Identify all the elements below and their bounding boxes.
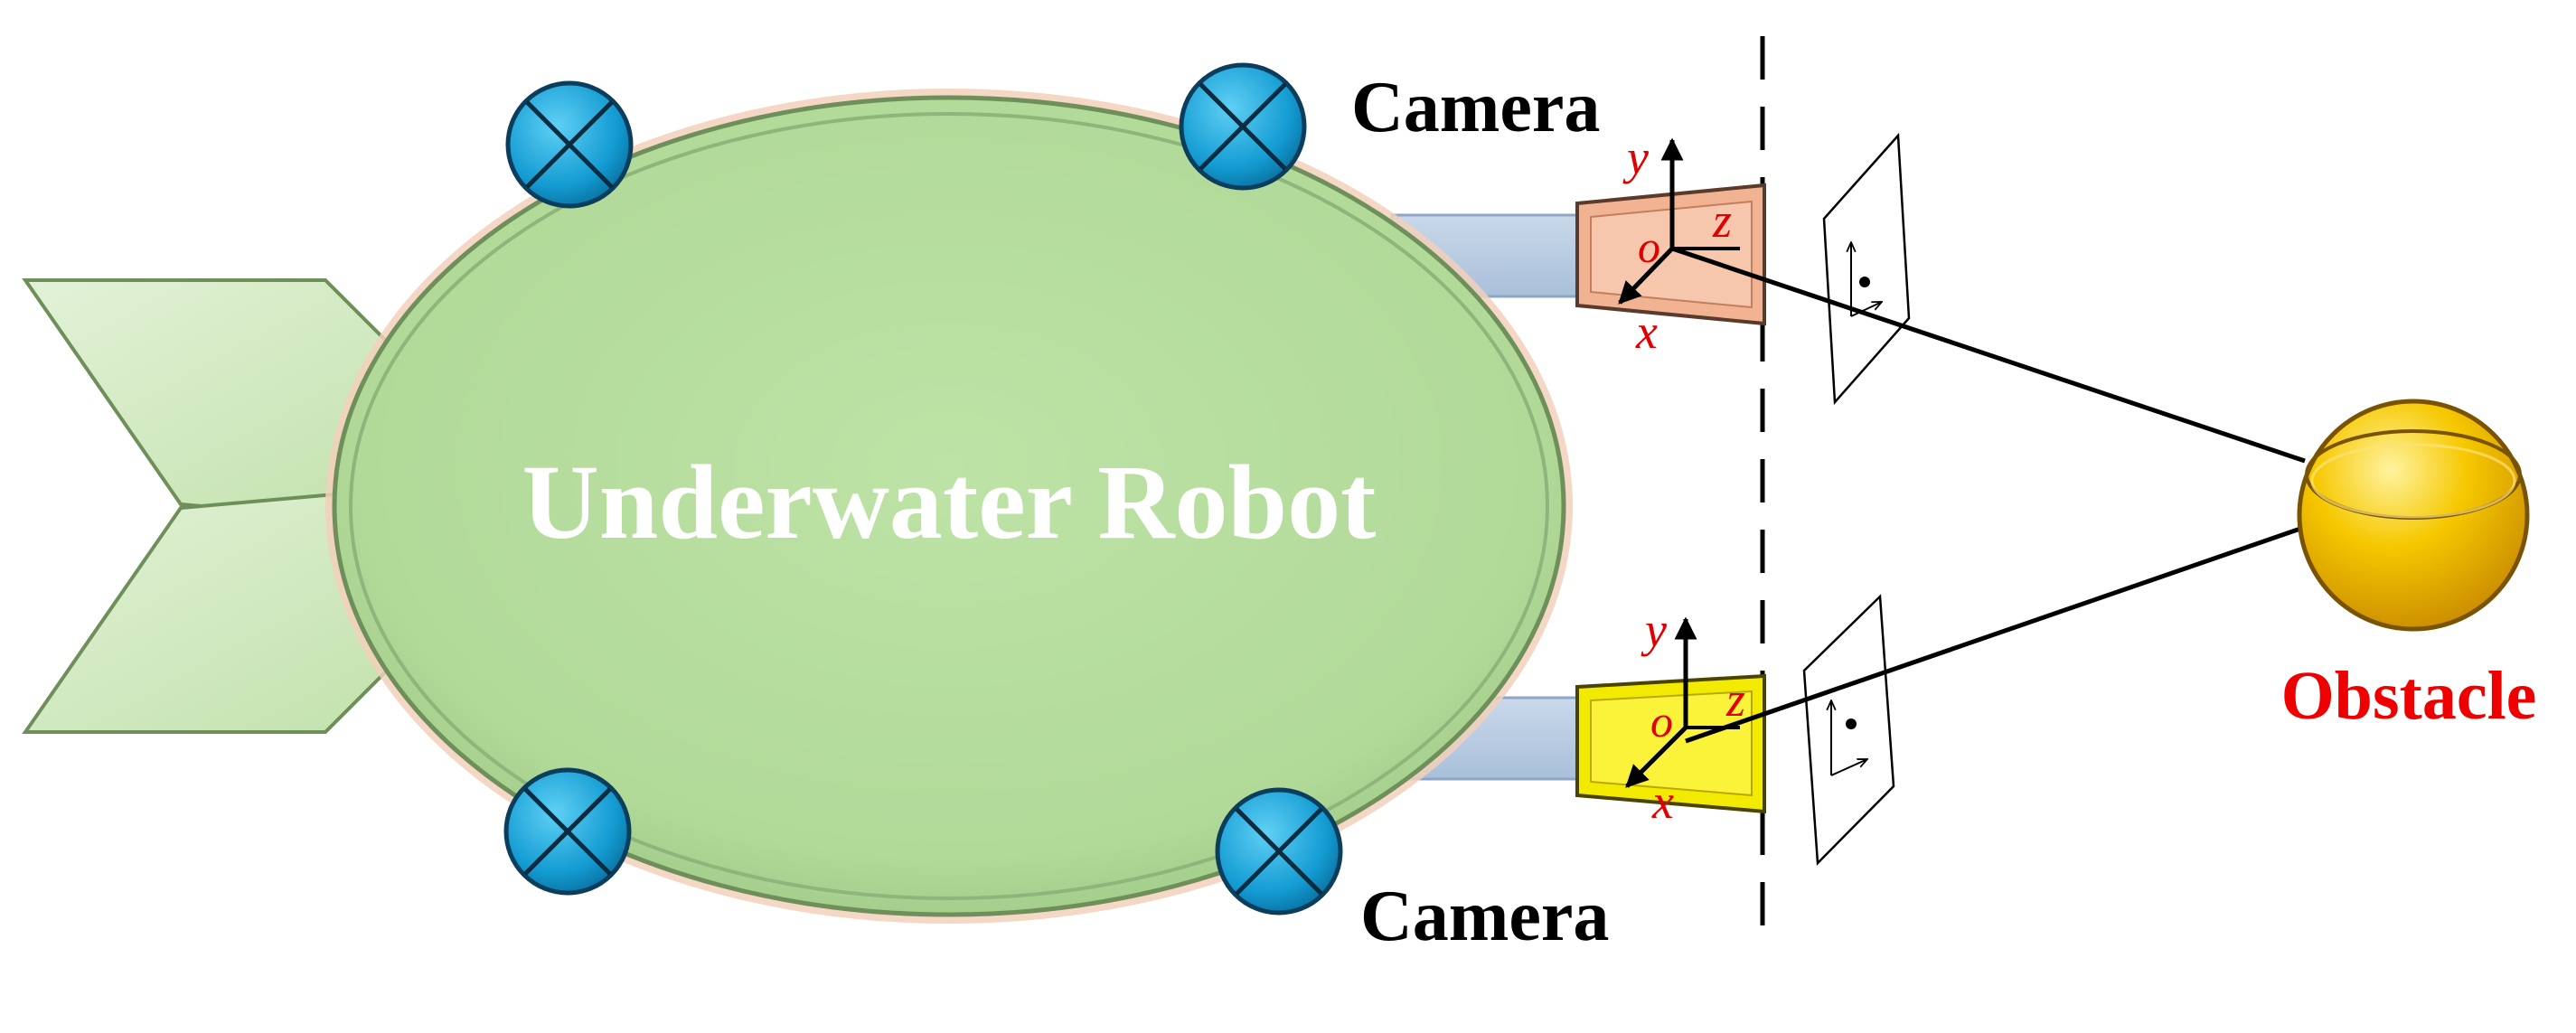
thruster-bottom-left-icon [503, 767, 632, 896]
thruster-top-right-icon [1179, 62, 1307, 191]
projection-ray-bottom [1685, 526, 2301, 744]
obstacle-label: Obstacle [2281, 658, 2537, 734]
camera-bottom-z-label: z [1725, 672, 1745, 727]
image-plane-top [1822, 132, 1911, 406]
camera-bottom-y-label: y [1641, 603, 1667, 657]
image-point-bottom [1846, 718, 1857, 729]
camera-top-origin-label: o [1638, 221, 1660, 272]
camera-bottom-label: Camera [1360, 877, 1609, 956]
camera-top-x-label: x [1635, 305, 1658, 359]
camera-top-axes [1618, 137, 1740, 305]
camera-top-label: Camera [1351, 68, 1600, 147]
robot-label: Underwater Robot [522, 443, 1377, 561]
thruster-top-left-icon [505, 80, 634, 209]
image-point-top [1859, 277, 1870, 287]
image-plane-bottom [1802, 594, 1895, 866]
projection-ray-top [1671, 246, 2306, 464]
camera-top-z-label: z [1712, 193, 1732, 248]
camera-top-y-label: y [1622, 130, 1649, 184]
thruster-bottom-right-icon [1215, 787, 1343, 916]
robot-body [325, 89, 1573, 924]
camera-bottom-origin-label: o [1650, 696, 1673, 747]
obstacle-sphere [2297, 399, 2530, 632]
camera-bottom-x-label: x [1651, 775, 1674, 829]
